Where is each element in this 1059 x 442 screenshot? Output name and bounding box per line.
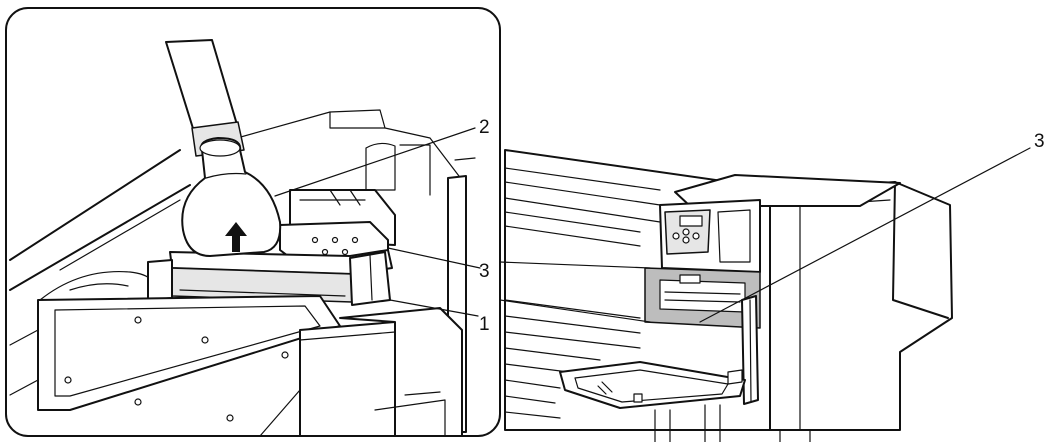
callout-1-leader [389,299,479,317]
printer-overview [504,149,953,442]
detail-leader-line-2 [499,299,651,323]
detail-inset [5,7,501,437]
callout-3-printer: 3 [1034,131,1045,152]
callout-2: 2 [479,117,490,138]
callout-2-leader [274,127,476,197]
callout-1: 1 [479,314,490,335]
cleaning-swab [181,137,282,257]
callout-3-detail: 3 [479,261,490,282]
arrow-up-icon [225,222,247,252]
callout-3-leader [387,247,481,269]
detail-leader-line [499,261,651,269]
callout-3-printer-leader [699,147,1031,323]
